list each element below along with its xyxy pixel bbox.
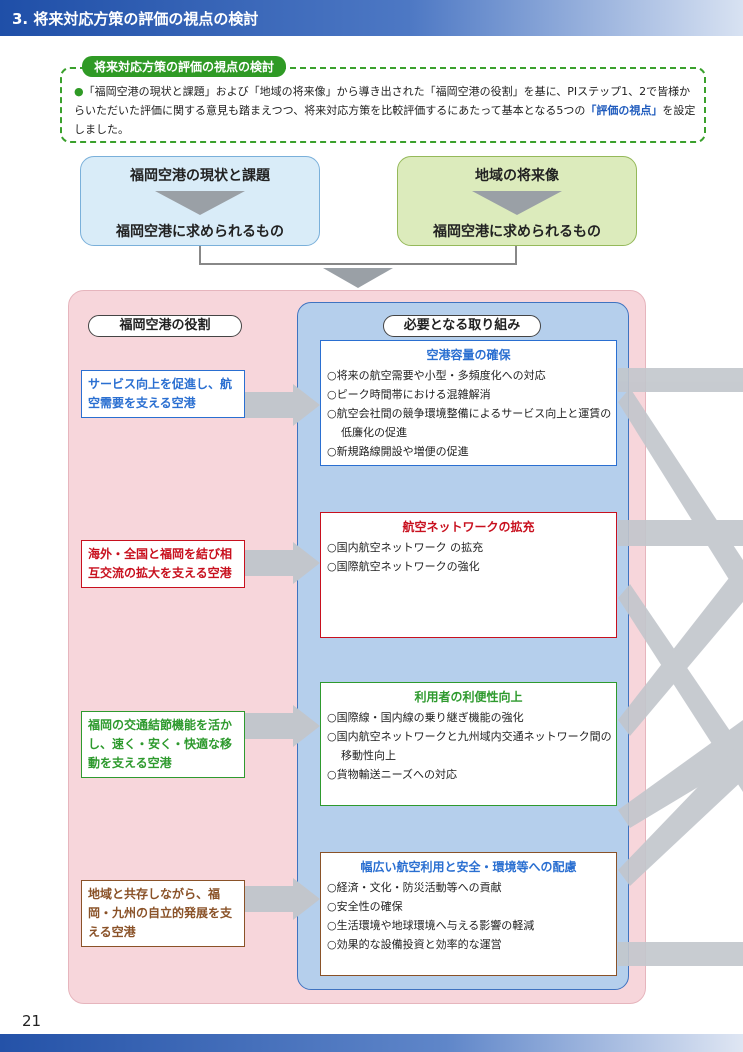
right-arrow-icon <box>245 878 320 920</box>
regional-vision-title: 地域の将来像 <box>475 168 559 184</box>
current-status-title: 福岡空港の現状と課題 <box>130 168 270 184</box>
summary-highlight: 「評価の視点」 <box>585 104 663 117</box>
summary-text-main: 「福岡空港の現状と課題」および「地域の将来像」から導き出された「福岡空港の役割」… <box>74 85 691 117</box>
page-title: 3. 将来対応方策の評価の視点の検討 <box>12 10 259 28</box>
regional-vision-box: 地域の将来像 福岡空港に求められるもの <box>397 156 637 246</box>
summary-text: ●「福岡空港の現状と課題」および「地域の将来像」から導き出された「福岡空港の役割… <box>74 82 696 139</box>
effort-title: 航空ネットワークの拡充 <box>402 520 535 534</box>
effort-box-capacity: 空港容量の確保 ○将来の航空需要や小型・多頻度化への対応 ○ピーク時間帯における… <box>320 340 617 466</box>
summary-label: 将来対応方策の評価の視点の検討 <box>82 56 287 77</box>
effort-point: ○航空会社間の競争環境整備によるサービス向上と運賃の低廉化の促進 <box>327 407 612 439</box>
effort-point: ○国際線・国内線の乗り継ぎ機能の強化 <box>327 711 524 724</box>
effort-point: ○国際航空ネットワークの強化 <box>327 560 480 573</box>
effort-point: ○貨物輸送ニーズへの対応 <box>327 768 458 781</box>
effort-point: ○将来の航空需要や小型・多頻度化への対応 <box>327 369 546 382</box>
right-arrow-icon <box>245 542 320 584</box>
effort-box-safety-environment: 幅広い航空利用と安全・環境等への配慮 ○経済・文化・防災活動等への貢献 ○安全性… <box>320 852 617 976</box>
effort-point: ○新規路線開設や増便の促進 <box>327 445 469 458</box>
effort-point: ○経済・文化・防災活動等への貢献 <box>327 881 502 894</box>
role-box-network: 海外・全国と福岡を結び相互交流の拡大を支える空港 <box>81 540 245 588</box>
effort-title: 空港容量の確保 <box>426 348 511 362</box>
effort-point: ○安全性の確保 <box>327 900 403 913</box>
page-number: 21 <box>22 1012 42 1030</box>
effort-box-convenience: 利用者の利便性向上 ○国際線・国内線の乗り継ぎ機能の強化 ○国内航空ネットワーク… <box>320 682 617 806</box>
summary-box <box>60 67 706 143</box>
bullet-icon: ● <box>74 85 84 98</box>
down-arrow-icon <box>323 268 393 288</box>
effort-title: 幅広い航空利用と安全・環境等への配慮 <box>360 860 577 874</box>
effort-box-network: 航空ネットワークの拡充 ○国内航空ネットワーク の拡充 ○国際航空ネットワークの… <box>320 512 617 638</box>
roles-label: 福岡空港の役割 <box>88 315 242 337</box>
effort-point: ○ピーク時間帯における混雑解消 <box>327 388 491 401</box>
current-status-result: 福岡空港に求められるもの <box>116 224 284 240</box>
role-box-transport: 福岡の交通結節機能を活かし、速く・安く・快適な移動を支える空港 <box>81 711 245 778</box>
header-bar <box>0 0 743 36</box>
current-status-box: 福岡空港の現状と課題 福岡空港に求められるもの <box>80 156 320 246</box>
down-arrow-icon <box>472 191 562 215</box>
effort-point: ○国内航空ネットワークと九州域内交通ネットワーク間の移動性向上 <box>327 730 612 762</box>
right-arrow-icon <box>245 705 320 747</box>
flow-arrows <box>245 368 743 966</box>
connector-line <box>199 246 517 265</box>
summary-text-end: を設定しました。 <box>74 104 696 136</box>
down-arrow-icon <box>155 191 245 215</box>
effort-title: 利用者の利便性向上 <box>414 690 523 704</box>
right-arrow-icon <box>245 384 320 426</box>
regional-vision-result: 福岡空港に求められるもの <box>433 224 601 240</box>
role-box-service: サービス向上を促進し、航空需要を支える空港 <box>81 370 245 418</box>
footer-bar <box>0 1034 743 1052</box>
efforts-label: 必要となる取り組み <box>383 315 541 337</box>
effort-point: ○効果的な設備投資と効率的な運営 <box>327 938 502 951</box>
effort-point: ○生活環境や地球環境へ与える影響の軽減 <box>327 919 535 932</box>
role-box-regional: 地域と共存しながら、福岡・九州の自立的発展を支える空港 <box>81 880 245 947</box>
effort-point: ○国内航空ネットワーク の拡充 <box>327 541 484 554</box>
